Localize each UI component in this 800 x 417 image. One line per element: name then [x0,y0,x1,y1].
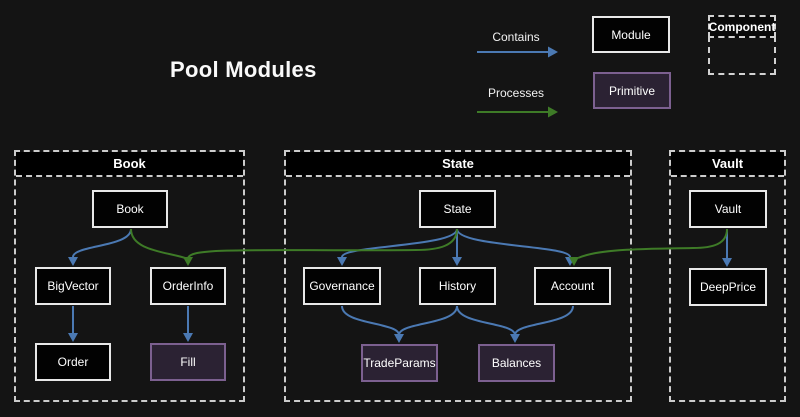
node-vault: Vault [689,190,767,228]
contains-arrow-icon [477,46,558,58]
node-order: Order [35,343,111,381]
legend-module-box: Module [592,16,670,53]
node-governance: Governance [303,267,381,305]
container-vault: Vault [669,150,786,402]
legend-processes-label: Processes [487,86,545,100]
node-balances: Balances [478,344,555,382]
container-vault-title: Vault [671,152,784,177]
node-deepprice: DeepPrice [689,268,767,306]
node-book: Book [92,190,168,228]
node-bigvector: BigVector [35,267,111,305]
container-state-title: State [286,152,630,177]
processes-arrow-icon [477,106,558,118]
container-book-title: Book [16,152,243,177]
container-book: Book [14,150,245,402]
node-orderinfo: OrderInfo [150,267,226,305]
node-account: Account [534,267,611,305]
legend-primitive-box: Primitive [593,72,671,109]
node-history: History [419,267,496,305]
legend-contains-label: Contains [492,30,540,44]
node-tradeparams: TradeParams [361,344,438,382]
node-state: State [419,190,496,228]
container-state: State [284,150,632,402]
legend-component-label: Component [708,15,776,38]
page-title: Pool Modules [170,57,317,82]
node-fill: Fill [150,343,226,381]
legend-component-body [708,36,776,75]
legend-component-box: Component [708,15,776,75]
